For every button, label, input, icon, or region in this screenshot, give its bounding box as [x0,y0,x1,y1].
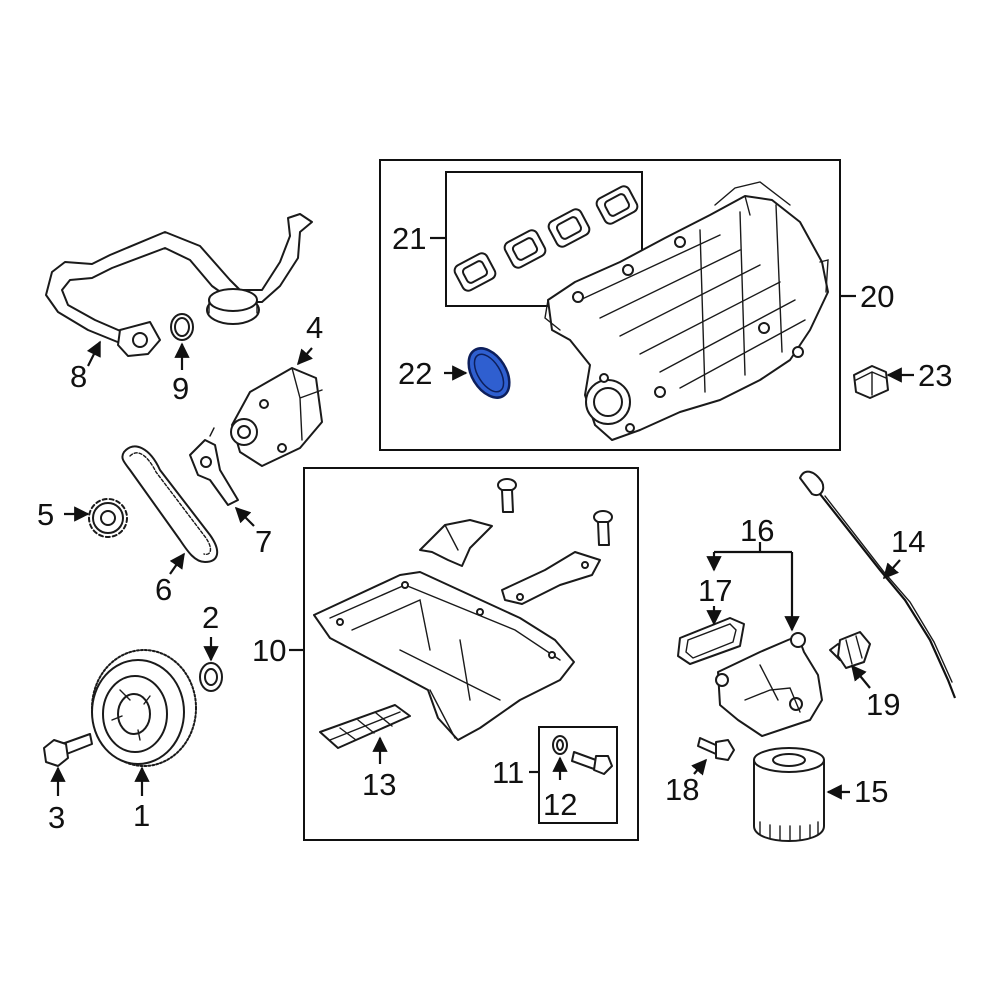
callout-21: 21 [392,221,426,256]
callout-11: 11 [492,755,524,790]
pickup-tube-o-ring[interactable] [170,313,194,341]
oil-pressure-switch[interactable] [829,631,871,669]
intake-manifold-group-box [379,159,841,451]
chain-tensioner[interactable] [189,427,239,506]
oil-dipstick[interactable] [799,470,957,699]
crankshaft-pulley[interactable] [91,649,197,767]
leader-lines [50,236,914,800]
oil-baffle-bracket[interactable] [501,551,601,605]
map-sensor[interactable] [853,365,889,399]
callout-9: 9 [172,371,189,406]
throttle-body-gasket[interactable] [460,341,517,405]
intake-manifold[interactable] [544,181,829,441]
drain-plug-gasket[interactable] [552,735,568,755]
pulley-bolt[interactable] [43,733,93,767]
bracket-bolt-upper[interactable] [497,478,517,513]
oil-pickup-tube[interactable] [45,213,313,357]
adapter-bolt[interactable] [697,737,735,761]
oil-filter-adapter-gasket[interactable] [677,617,745,665]
callout-16: 16 [740,513,774,548]
callout-14: 14 [891,524,925,559]
crankshaft-sprocket[interactable] [88,498,128,538]
oil-pan-group-box [303,467,639,841]
bracket-bolt-lower[interactable] [593,510,613,546]
callout-1: 1 [133,798,150,833]
intake-manifold-gasket-set[interactable] [453,184,640,293]
callout-4: 4 [306,310,323,345]
oil-pump[interactable] [230,367,323,467]
callout-7: 7 [255,524,272,559]
crankshaft-washer[interactable] [199,662,223,692]
callout-6: 6 [155,572,172,607]
callout-18: 18 [665,772,699,807]
callout-8: 8 [70,359,87,394]
oil-filter-adapter[interactable] [715,632,823,737]
callout-20: 20 [860,279,894,314]
callout-15: 15 [854,774,888,809]
oil-pan-baffle[interactable] [319,704,411,749]
callout-5: 5 [37,497,54,532]
oil-pump-chain[interactable] [121,445,219,563]
callout-3: 3 [48,800,65,835]
oil-pan[interactable] [313,571,575,741]
oil-filter[interactable] [753,747,825,842]
callout-2: 2 [202,600,219,635]
callout-19: 19 [866,687,900,722]
oil-pan-bracket[interactable] [419,519,493,567]
callout-10: 10 [252,633,286,668]
callout-12: 12 [543,787,577,822]
callout-22: 22 [398,356,432,391]
callout-23: 23 [918,358,952,393]
callout-13: 13 [362,767,396,802]
callout-17: 17 [698,573,732,608]
callout-labels: 1 2 3 4 5 6 7 8 9 10 11 12 13 14 15 16 1… [37,221,952,835]
drain-plug[interactable] [571,751,613,775]
drain-plug-group-box [538,726,618,824]
